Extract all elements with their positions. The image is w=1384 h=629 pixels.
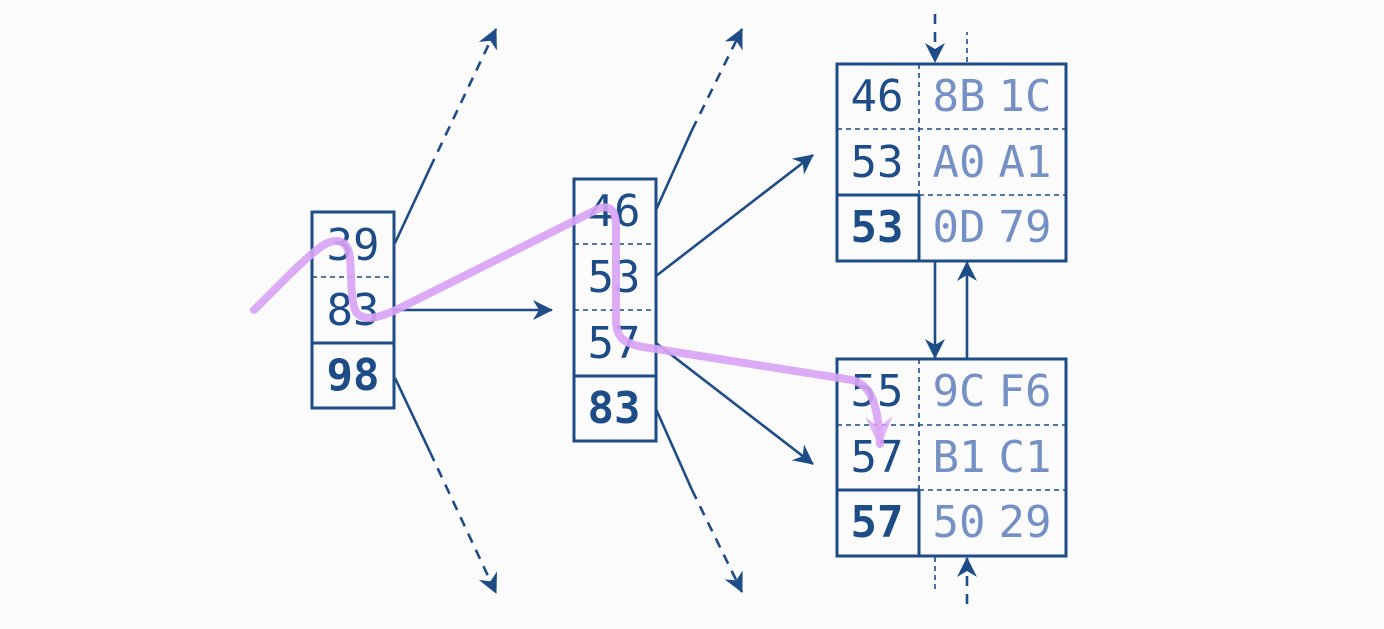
leaf-a-value-1-1: A1 bbox=[999, 137, 1052, 188]
leaf-b-high-key: 57 bbox=[851, 497, 904, 548]
internal-node-2: 46 53 57 83 bbox=[572, 177, 658, 443]
leaf-b-value-1-0: B1 bbox=[933, 432, 986, 483]
edge-internal-to-leaf-b bbox=[655, 341, 814, 466]
leaf-a-value-0-0: 8B bbox=[933, 71, 986, 122]
search-path bbox=[250, 203, 893, 448]
leaf-a-key-0: 46 bbox=[851, 71, 904, 122]
node-2-high-key: 83 bbox=[588, 383, 641, 434]
leaf-b-value-0-1: F6 bbox=[999, 366, 1052, 417]
leaf-a-value-2-1: 79 bbox=[999, 202, 1052, 253]
leaf-a-value-2-0: 0D bbox=[933, 202, 986, 253]
leaf-b-value-2-0: 50 bbox=[933, 497, 986, 548]
leaf-b-value-1-1: C1 bbox=[999, 432, 1052, 483]
node-1-high-key: 98 bbox=[327, 350, 380, 401]
leaf-a-high-key: 53 bbox=[851, 202, 904, 253]
leaf-node-a: 46 53 53 8B 1C A0 A1 0D 79 bbox=[835, 62, 1068, 263]
edge-root-up-dashed bbox=[428, 28, 498, 169]
leaf-b-value-0-0: 9C bbox=[933, 366, 986, 417]
leaf-node-b: 55 57 57 9C F6 B1 C1 50 29 bbox=[835, 357, 1068, 558]
leaf-a-key-1: 53 bbox=[851, 137, 904, 188]
edge-root-down bbox=[393, 377, 432, 453]
edge-internal-up bbox=[654, 129, 694, 211]
edge-root-up bbox=[393, 167, 432, 244]
edge-internal-down-dashed bbox=[690, 489, 744, 593]
leaf-a-value-1-0: A0 bbox=[933, 137, 986, 188]
edge-internal-to-leaf-a bbox=[655, 153, 814, 278]
edge-root-down-dashed bbox=[428, 451, 498, 594]
edge-internal-up-dashed bbox=[690, 28, 744, 131]
edge-internal-down bbox=[654, 408, 694, 491]
leaf-a-value-0-1: 1C bbox=[999, 71, 1052, 122]
leaf-b-value-2-1: 29 bbox=[999, 497, 1052, 548]
tree-edges bbox=[393, 14, 977, 604]
